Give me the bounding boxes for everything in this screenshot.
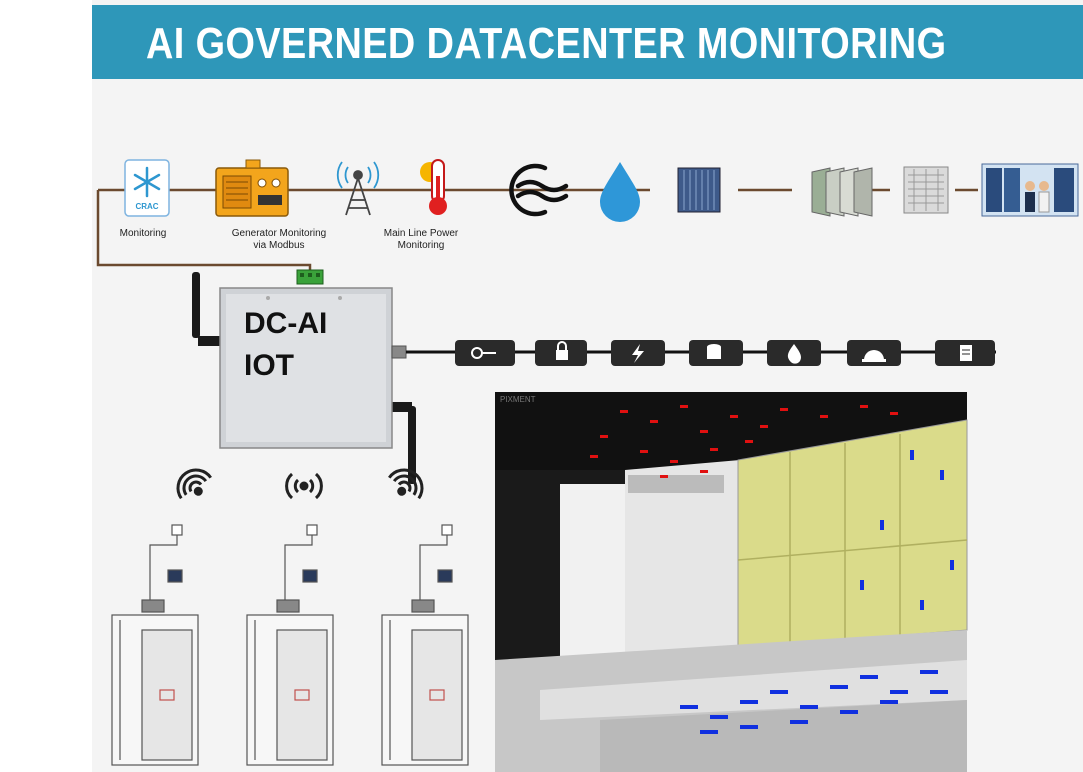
iot-device-label-line1: DC-AI [244,307,328,340]
cfd-watermark: PIXMENT [500,395,536,404]
cfd-simulation-panel [495,392,968,772]
rack-diagram-1 [111,524,199,766]
thermometer-icon [420,159,447,215]
iot-device-box [219,287,407,449]
snowflake-icon [124,159,170,217]
generator-icon [215,159,289,217]
title-banner: AI GOVERNED DATACENTER MONITORING [92,5,1083,79]
key-icon [455,340,515,366]
air-filter-icon [677,167,721,213]
water-drop-icon [600,162,640,222]
filter-panels-icon [811,167,873,217]
terminal-connector-icon [296,269,324,285]
crac-monitoring-label: Monitoring [119,228,167,239]
power-monitoring-label: Main Line Power Monitoring [383,228,459,251]
lock-icon [535,340,587,366]
wifi-signal-icon [176,468,424,500]
cfd-hot-vectors [590,405,898,478]
rack-diagram-3 [381,524,469,766]
grille-icon [903,166,949,214]
page-title: AI GOVERNED DATACENTER MONITORING [146,19,947,68]
airflow-icon [509,163,569,217]
generator-monitoring-label: Generator Monitoring via Modbus [231,228,327,251]
crac-text: CRAC [135,202,159,211]
server-room-icon [981,163,1079,217]
antenna-right-icon [390,402,416,484]
database-icon [689,340,743,366]
antenna-tower-icon [336,161,380,216]
antenna-left-icon [192,272,220,346]
iot-device-label-line2: IOT [244,349,294,382]
cfd-cold-vectors [680,450,954,734]
document-icon [935,340,995,366]
lightning-icon [611,340,665,366]
helmet-icon [847,340,901,366]
rack-diagram-2 [246,524,334,766]
fire-icon [767,340,821,366]
